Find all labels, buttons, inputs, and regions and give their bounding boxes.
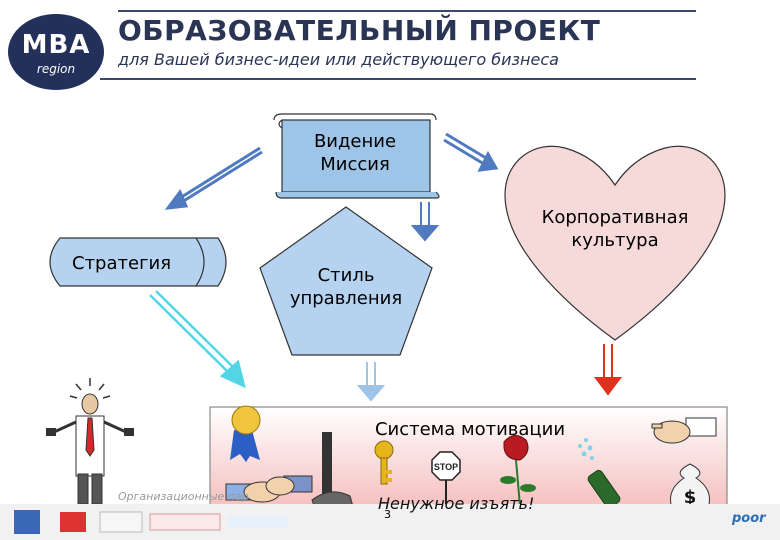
partner-logo-4 — [149, 513, 221, 531]
partner-logo-3 — [99, 511, 143, 533]
vision-text: Видение — [313, 131, 397, 152]
style-text: Стиль — [317, 265, 375, 286]
strategy-shape — [49, 237, 227, 287]
corporate-culture-heart — [504, 145, 726, 341]
vision-mission-scroll — [273, 113, 440, 199]
header-rule-top — [118, 10, 696, 12]
management-style-label: Стиль управления — [262, 264, 430, 311]
footer-partners-text: Организационные пар — [118, 490, 249, 503]
management-text: управления — [289, 288, 403, 310]
arrow-to-culture — [443, 132, 499, 172]
partner-logo-1 — [14, 510, 40, 534]
businessman-icon — [46, 378, 134, 505]
motivation-panel — [209, 406, 728, 520]
page-number: 3 — [384, 508, 391, 521]
money-bag-icon: $ — [670, 463, 710, 514]
logo-sub-text: region — [36, 62, 76, 76]
handshake-icon — [225, 475, 313, 503]
pointing-hand-icon — [651, 417, 717, 444]
motivation-system-label: Система мотивации — [374, 419, 566, 440]
culture-text: культура — [571, 230, 659, 252]
mba-region-logo: MBA region — [8, 14, 104, 90]
page-title: ОБРАЗОВАТЕЛЬНЫЙ ПРОЕКТ — [118, 14, 601, 47]
logo-main-text: MBA — [21, 30, 91, 60]
stop-sign-icon: STOP — [431, 451, 461, 506]
arrow-red-to-motivation — [594, 344, 622, 396]
header-rule-bottom — [100, 78, 696, 80]
corporate-text: Корпоративная — [541, 207, 689, 228]
arrow-cyan-to-motivation — [149, 290, 246, 389]
page-subtitle: для Вашей бизнес-идеи или действующего б… — [118, 50, 559, 69]
key-icon — [374, 440, 394, 485]
management-style-pentagon — [259, 206, 433, 356]
strategy-shape-curl — [195, 237, 205, 287]
remove-unneeded-text: Ненужное изъять! — [378, 494, 535, 513]
award-ribbon-icon — [230, 405, 261, 462]
partner-logo-right: poor — [732, 511, 766, 526]
champagne-icon — [578, 438, 621, 509]
rose-icon — [500, 435, 536, 507]
corporate-culture-label: Корпоративная культура — [520, 206, 710, 253]
vision-mission-label: Видение Миссия — [290, 130, 420, 177]
strategy-label: Стратегия — [72, 253, 172, 274]
money-symbol: $ — [684, 487, 697, 508]
partner-logo-2 — [60, 512, 86, 532]
arrow-to-strategy — [164, 146, 263, 210]
arrow-light-blue-to-motivation — [356, 362, 386, 402]
stop-sign-text: STOP — [434, 462, 458, 472]
arrow-down-to-pentagon — [410, 202, 440, 242]
partner-logo-5 — [228, 516, 288, 528]
mission-text: Миссия — [320, 154, 390, 176]
